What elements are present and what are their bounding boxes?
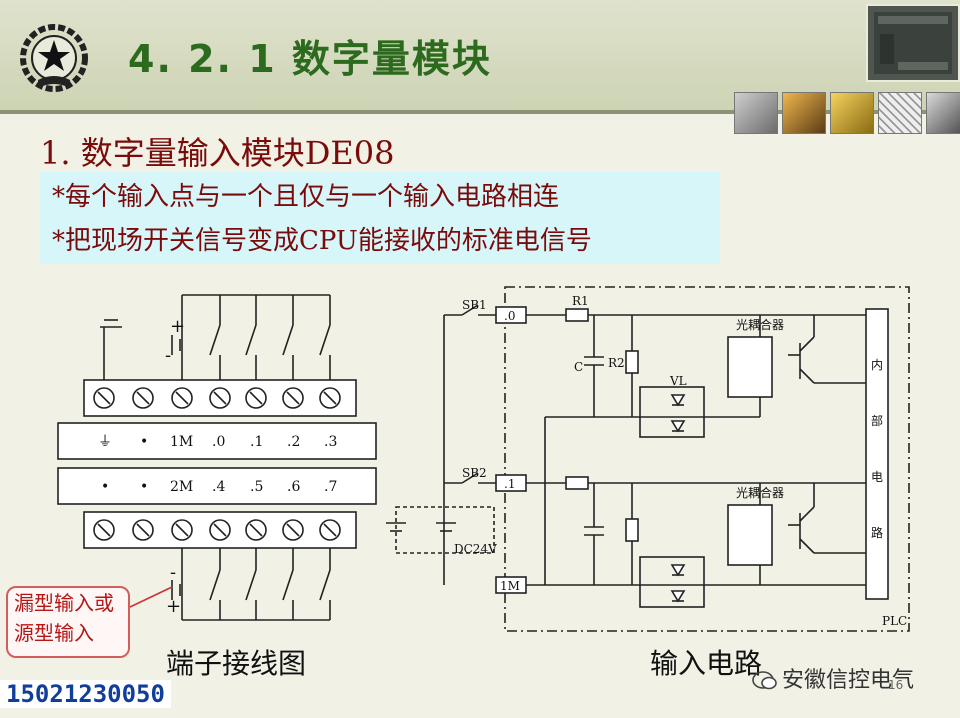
- svg-text:.5: .5: [250, 479, 263, 495]
- svg-text:光耦合器: 光耦合器: [736, 317, 784, 332]
- bullet-item: *把现场开关信号变成CPU能接收的标准电信号: [52, 226, 592, 256]
- circuit-labels: SB1 SB2 .0 .1 1M R1 R2 C VL 光耦合器 光耦合器 DC…: [454, 294, 907, 628]
- bullet-item: *每个输入点与一个且仅与一个输入电路相连: [52, 182, 560, 212]
- svg-text:•: •: [140, 434, 148, 450]
- svg-text:DC24V: DC24V: [454, 542, 497, 556]
- callout-line: 漏型输入或: [14, 591, 114, 615]
- svg-text:内: 内: [871, 358, 883, 372]
- callout-line: 源型输入: [14, 621, 94, 645]
- header-divider: [0, 110, 960, 114]
- terminal-wiring-diagram: [57, 294, 377, 621]
- svg-text:1M: 1M: [170, 434, 193, 450]
- thumbnail-image: [830, 92, 874, 134]
- svg-text:.0: .0: [212, 434, 225, 450]
- thumbnail-image: [734, 92, 778, 134]
- section-subtitle: 1. 数字量输入模块DE08: [40, 134, 395, 172]
- svg-text:R2: R2: [608, 356, 625, 370]
- thumbnail-image: [878, 92, 922, 134]
- brand-name: 安徽信控电气: [782, 668, 915, 693]
- page-number: 16: [888, 678, 904, 692]
- bullet-box: *每个输入点与一个且仅与一个输入电路相连 *把现场开关信号变成CPU能接收的标准…: [40, 172, 720, 264]
- svg-text:-: -: [170, 562, 176, 583]
- svg-text:R1: R1: [572, 294, 589, 308]
- svg-text:.2: .2: [287, 434, 300, 450]
- input-circuit-diagram: [386, 286, 910, 632]
- svg-text:•: •: [140, 479, 148, 495]
- wechat-icon: [752, 671, 777, 690]
- svg-text:光耦合器: 光耦合器: [736, 485, 784, 500]
- svg-text:⏚: ⏚: [98, 434, 112, 450]
- svg-text:.4: .4: [212, 479, 225, 495]
- svg-text:路: 路: [871, 525, 883, 540]
- phone-number: 15021230050: [0, 680, 171, 708]
- svg-text:VL: VL: [669, 374, 687, 388]
- terminal-screws-row2: [93, 519, 341, 541]
- svg-text:.3: .3: [324, 434, 337, 450]
- input-type-callout: 漏型输入或 源型输入: [6, 586, 130, 658]
- svg-text:部: 部: [871, 413, 883, 428]
- svg-text:.1: .1: [250, 434, 263, 450]
- svg-text:1M: 1M: [500, 579, 520, 593]
- terminal-screws-row1: [93, 387, 341, 409]
- terminal-labels: + - - + ⏚ • 1M .0 .1 .2 .3 • • 2M .4 .5 …: [98, 316, 337, 617]
- svg-text:.0: .0: [504, 309, 515, 323]
- slide-title: 4. 2. 1 数字量模块: [128, 37, 492, 81]
- svg-text:+: +: [170, 316, 185, 337]
- svg-text:2M: 2M: [170, 479, 193, 495]
- thumbnail-image: [782, 92, 826, 134]
- svg-text:.7: .7: [324, 479, 337, 495]
- svg-text:-: -: [165, 345, 171, 366]
- svg-text:.1: .1: [504, 477, 515, 491]
- svg-text:•: •: [101, 479, 109, 495]
- terminal-diagram-caption: 端子接线图: [166, 647, 307, 680]
- svg-text:C: C: [574, 360, 583, 374]
- thumbnail-image: [926, 92, 960, 134]
- svg-text:.6: .6: [287, 479, 300, 495]
- svg-text:PLC: PLC: [882, 614, 907, 628]
- svg-text:SB2: SB2: [462, 466, 487, 480]
- plc-product-photo: [866, 4, 960, 82]
- school-emblem-icon: [20, 24, 88, 92]
- svg-text:+: +: [166, 596, 181, 617]
- header-thumbnail-strip: [734, 92, 960, 134]
- brand-watermark: 安徽信控电气: [752, 662, 914, 694]
- wiring-diagram: + - - + ⏚ • 1M .0 .1 .2 .3 • • 2M .4 .5 …: [57, 286, 910, 632]
- circuit-diagram-caption: 输入电路: [650, 647, 763, 680]
- svg-text:SB1: SB1: [462, 298, 487, 312]
- svg-text:电: 电: [871, 470, 883, 484]
